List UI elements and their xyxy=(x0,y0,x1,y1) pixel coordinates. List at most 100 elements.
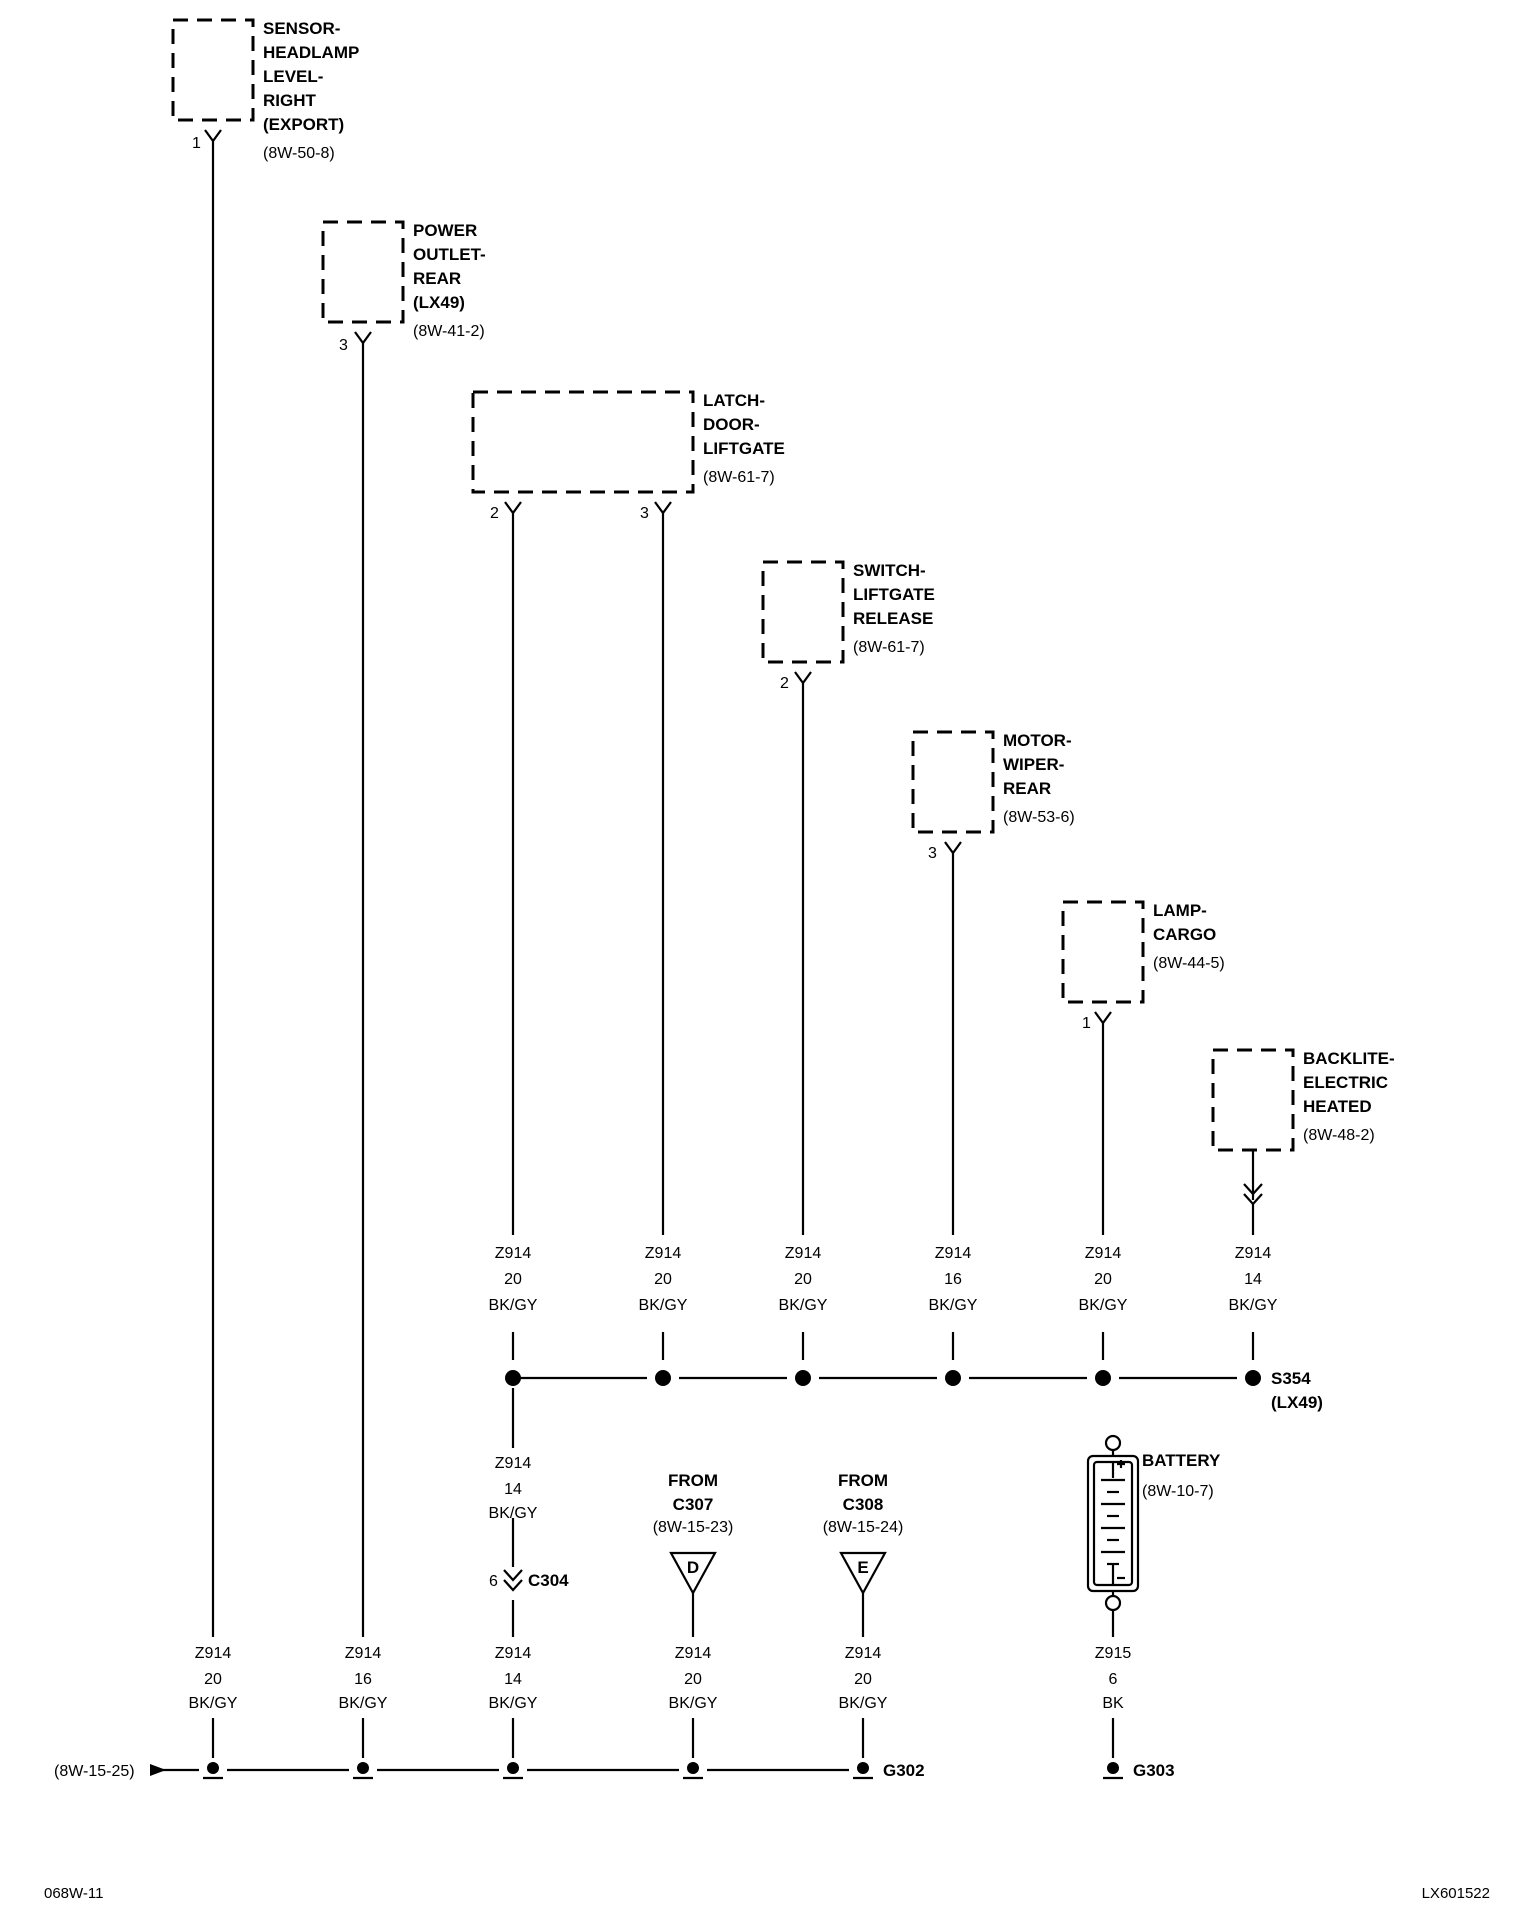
svg-text:LAMP-: LAMP- xyxy=(1153,901,1207,920)
svg-text:3: 3 xyxy=(928,845,937,862)
svg-text:(8W-61-7): (8W-61-7) xyxy=(703,469,775,486)
svg-text:Z914: Z914 xyxy=(675,1645,712,1662)
svg-text:Z915: Z915 xyxy=(1095,1645,1132,1662)
wires xyxy=(175,146,1255,1772)
svg-text:BK/GY: BK/GY xyxy=(669,1695,718,1712)
svg-text:BACKLITE-: BACKLITE- xyxy=(1303,1049,1395,1068)
component-backlite: BACKLITE- ELECTRIC HEATED (8W-48-2) xyxy=(1211,1048,1395,1152)
svg-text:(8W-15-24): (8W-15-24) xyxy=(823,1519,904,1536)
svg-text:(EXPORT): (EXPORT) xyxy=(263,115,344,134)
svg-text:Z914: Z914 xyxy=(845,1645,882,1662)
svg-text:HEADLAMP: HEADLAMP xyxy=(263,43,359,62)
svg-text:20: 20 xyxy=(794,1271,812,1288)
svg-text:G303: G303 xyxy=(1133,1761,1175,1780)
backlite-connector-icon xyxy=(1243,1150,1263,1206)
svg-text:20: 20 xyxy=(654,1271,672,1288)
battery-label: BATTERY (8W-10-7) xyxy=(1142,1451,1221,1500)
svg-text:(8W-44-5): (8W-44-5) xyxy=(1153,955,1225,972)
svg-text:(8W-61-7): (8W-61-7) xyxy=(853,639,925,656)
svg-text:Z914: Z914 xyxy=(495,1645,532,1662)
svg-text:3: 3 xyxy=(339,337,348,354)
svg-text:Z914: Z914 xyxy=(345,1645,382,1662)
svg-text:6: 6 xyxy=(1109,1671,1118,1688)
svg-text:LATCH-: LATCH- xyxy=(703,391,765,410)
svg-text:BK/GY: BK/GY xyxy=(189,1695,238,1712)
svg-text:Z914: Z914 xyxy=(495,1455,532,1472)
svg-text:BK/GY: BK/GY xyxy=(489,1695,538,1712)
svg-text:1: 1 xyxy=(1082,1015,1091,1032)
svg-text:LIFTGATE: LIFTGATE xyxy=(703,439,785,458)
svg-text:BK/GY: BK/GY xyxy=(1229,1297,1278,1314)
svg-text:RELEASE: RELEASE xyxy=(853,609,933,628)
svg-text:BK/GY: BK/GY xyxy=(929,1297,978,1314)
svg-text:C304: C304 xyxy=(528,1571,569,1590)
svg-text:(8W-41-2): (8W-41-2) xyxy=(413,323,485,340)
svg-text:RIGHT: RIGHT xyxy=(263,91,317,110)
svg-text:(8W-10-7): (8W-10-7) xyxy=(1142,1483,1214,1500)
svg-text:2: 2 xyxy=(490,505,499,522)
upper-wire-labels: Z914 20 BK/GY Z914 20 BK/GY Z914 20 BK/G… xyxy=(489,1245,1278,1314)
svg-text:WIPER-: WIPER- xyxy=(1003,755,1064,774)
svg-text:6: 6 xyxy=(489,1573,498,1590)
svg-text:Z914: Z914 xyxy=(1085,1245,1122,1262)
svg-text:MOTOR-: MOTOR- xyxy=(1003,731,1072,750)
svg-text:BK/GY: BK/GY xyxy=(1079,1297,1128,1314)
svg-text:20: 20 xyxy=(854,1671,872,1688)
svg-text:REAR: REAR xyxy=(413,269,461,288)
component-headlamp-sensor: SENSOR- HEADLAMP LEVEL- RIGHT (EXPORT) (… xyxy=(171,18,359,162)
svg-text:(LX49): (LX49) xyxy=(413,293,465,312)
svg-text:Z914: Z914 xyxy=(645,1245,682,1262)
svg-text:BK/GY: BK/GY xyxy=(639,1297,688,1314)
svg-text:LX601522: LX601522 xyxy=(1422,1885,1490,1902)
svg-text:20: 20 xyxy=(1094,1271,1112,1288)
svg-text:BK: BK xyxy=(1102,1695,1124,1712)
svg-text:G302: G302 xyxy=(883,1761,925,1780)
svg-text:LEVEL-: LEVEL- xyxy=(263,67,323,86)
svg-text:SWITCH-: SWITCH- xyxy=(853,561,926,580)
svg-text:Z914: Z914 xyxy=(1235,1245,1272,1262)
svg-text:3: 3 xyxy=(640,505,649,522)
component-switch: SWITCH- LIFTGATE RELEASE (8W-61-7) 2 xyxy=(761,560,935,692)
svg-text:14: 14 xyxy=(504,1481,522,1498)
footer: 068W-11 LX601522 xyxy=(44,1885,1490,1902)
lower-wire-labels: Z914 20 BK/GY Z914 16 BK/GY Z914 14 BK/G… xyxy=(189,1645,1132,1712)
svg-text:LIFTGATE: LIFTGATE xyxy=(853,585,935,604)
svg-text:SENSOR-: SENSOR- xyxy=(263,19,340,38)
svg-text:S354: S354 xyxy=(1271,1369,1311,1388)
svg-text:(LX49): (LX49) xyxy=(1271,1393,1323,1412)
svg-text:2: 2 xyxy=(780,675,789,692)
svg-text:(8W-53-6): (8W-53-6) xyxy=(1003,809,1075,826)
component-latch: LATCH- DOOR- LIFTGATE (8W-61-7) 2 3 xyxy=(471,390,785,522)
svg-text:C307: C307 xyxy=(673,1495,714,1514)
svg-text:BK/GY: BK/GY xyxy=(779,1297,828,1314)
svg-text:068W-11: 068W-11 xyxy=(44,1885,103,1902)
ground-g303: G303 xyxy=(1103,1761,1175,1780)
component-motor: MOTOR- WIPER- REAR (8W-53-6) 3 xyxy=(911,730,1075,862)
svg-text:14: 14 xyxy=(1244,1271,1262,1288)
component-lamp: LAMP- CARGO (8W-44-5) 1 xyxy=(1061,900,1225,1032)
svg-text:D: D xyxy=(687,1558,699,1577)
svg-text:CARGO: CARGO xyxy=(1153,925,1216,944)
svg-text:FROM: FROM xyxy=(668,1471,718,1490)
from-c308: FROM C308 (8W-15-24) E xyxy=(823,1471,904,1596)
svg-text:20: 20 xyxy=(504,1271,522,1288)
svg-text:BK/GY: BK/GY xyxy=(489,1505,538,1522)
svg-text:Z914: Z914 xyxy=(195,1645,232,1662)
connector-c304: 6 C304 xyxy=(489,1569,569,1592)
mid-wire-label: Z914 14 BK/GY xyxy=(489,1455,538,1522)
svg-text:POWER: POWER xyxy=(413,221,477,240)
svg-text:(8W-15-23): (8W-15-23) xyxy=(653,1519,734,1536)
component-power-outlet: POWER OUTLET- REAR (LX49) (8W-41-2) 3 xyxy=(321,220,486,354)
svg-text:REAR: REAR xyxy=(1003,779,1051,798)
svg-text:16: 16 xyxy=(944,1271,962,1288)
svg-text:HEATED: HEATED xyxy=(1303,1097,1372,1116)
svg-text:(8W-50-8): (8W-50-8) xyxy=(263,145,335,162)
pin-terminals xyxy=(204,129,1112,1028)
svg-text:E: E xyxy=(857,1558,868,1577)
svg-text:C308: C308 xyxy=(843,1495,884,1514)
svg-text:Z914: Z914 xyxy=(495,1245,532,1262)
svg-text:Z914: Z914 xyxy=(785,1245,822,1262)
svg-text:16: 16 xyxy=(354,1671,372,1688)
from-c307: FROM C307 (8W-15-23) D xyxy=(653,1471,734,1596)
